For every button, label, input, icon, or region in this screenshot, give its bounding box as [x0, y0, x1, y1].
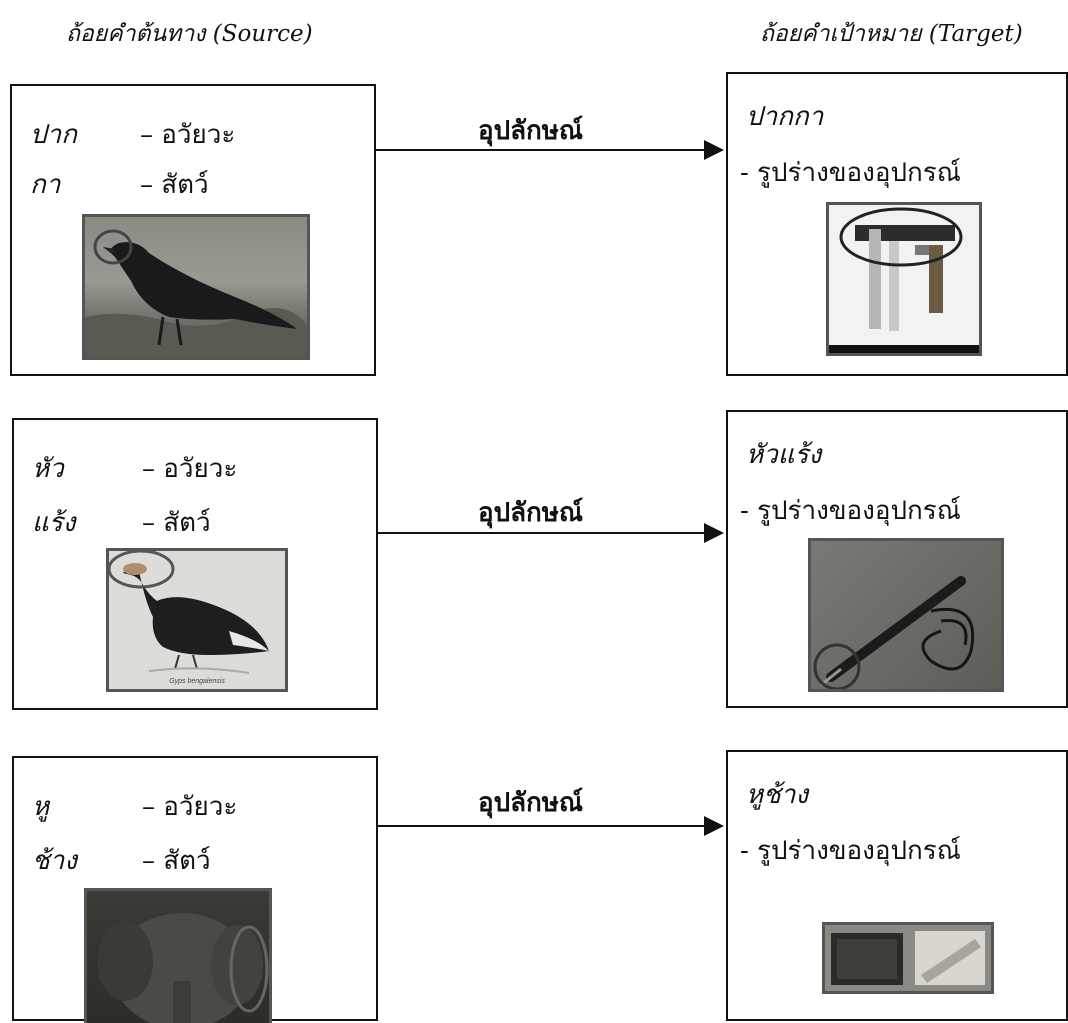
source-box-1: ปาก – อวัยวะ กา – สัตว์ — [10, 84, 376, 376]
target-description: - รูปร่างของอุปกรณ์ — [740, 152, 961, 193]
relation-label: อุปลักษณ์ — [478, 782, 583, 823]
source-box-2: หัว – อวัยวะ แร้ง – สัตว์ Gyps bengalens… — [12, 418, 378, 710]
source-category: – อวัยวะ — [142, 786, 237, 827]
relation-label: อุปลักษณ์ — [478, 110, 583, 151]
source-category: – อวัยวะ — [142, 448, 237, 489]
target-box-1: ปากกา - รูปร่างของอุปกรณ์ — [726, 72, 1068, 376]
source-category: – อวัยวะ — [140, 114, 235, 155]
target-box-2: หัวแร้ง - รูปร่างของอุปกรณ์ — [726, 410, 1068, 708]
target-description: - รูปร่างของอุปกรณ์ — [740, 830, 961, 871]
source-category: – สัตว์ — [142, 840, 211, 881]
source-word: แร้ง — [32, 502, 75, 543]
source-word: หัว — [32, 448, 64, 489]
source-word: กา — [30, 164, 60, 205]
corner-bracket-photo — [822, 922, 994, 994]
source-box-3: หู – อวัยวะ ช้าง – สัตว์ — [12, 756, 378, 1021]
source-category: – สัตว์ — [142, 502, 211, 543]
target-description: - รูปร่างของอุปกรณ์ — [740, 490, 961, 531]
clamp-photo — [826, 202, 982, 356]
source-word: ช้าง — [32, 840, 77, 881]
target-word: หัวแร้ง — [746, 434, 821, 475]
vulture-photo: Gyps bengalensis — [106, 548, 288, 692]
source-heading: ถ้อยคำต้นทาง (Source) — [66, 16, 313, 52]
relation-label: อุปลักษณ์ — [478, 492, 583, 533]
source-category: – สัตว์ — [140, 164, 209, 205]
vulture-caption: Gyps bengalensis — [109, 678, 285, 685]
source-word: หู — [32, 786, 49, 827]
crow-photo — [82, 214, 310, 360]
target-word: ปากกา — [746, 96, 823, 137]
source-word: ปาก — [30, 114, 77, 155]
elephant-photo — [84, 888, 272, 1023]
target-word: หูช้าง — [746, 774, 808, 815]
soldering-iron-photo — [808, 538, 1004, 692]
target-heading: ถ้อยคำเป้าหมาย (Target) — [760, 16, 1023, 52]
target-box-3: หูช้าง - รูปร่างของอุปกรณ์ — [726, 750, 1068, 1021]
